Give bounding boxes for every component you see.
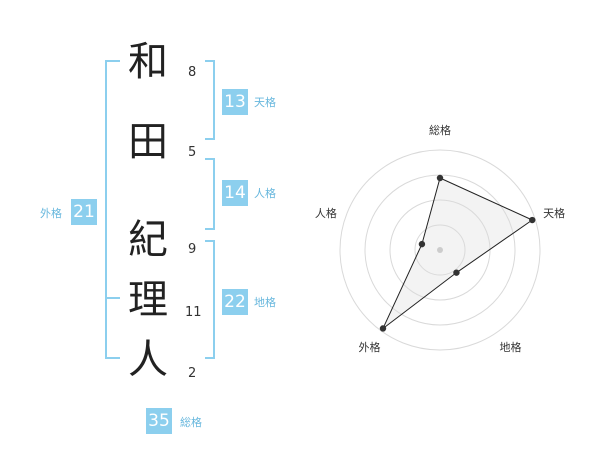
radar-axis-label: 総格: [429, 123, 451, 137]
stroke-count-1: 8: [188, 65, 197, 80]
gaikaku-bracket-bottom: [105, 357, 120, 359]
radar-ring: [414, 224, 466, 276]
gaikaku-bracket: [105, 60, 107, 359]
radar-ring: [389, 199, 491, 301]
gaikaku-label: 外格: [40, 207, 62, 220]
radar-point: [453, 269, 460, 276]
radar-points: [379, 174, 536, 332]
stroke-count-5: 2: [188, 366, 197, 381]
radar-center: [437, 247, 443, 253]
radar-point: [379, 325, 387, 332]
tenkaku-bracket-bottom: [205, 138, 215, 140]
chikaku-label: 地格: [254, 296, 276, 309]
tenkaku-bracket: [213, 60, 215, 140]
gaikaku-bracket-mid: [105, 297, 120, 299]
radar-point: [436, 174, 444, 182]
chikaku-value: 22: [222, 289, 248, 315]
radar-ring: [339, 149, 541, 351]
jinkaku-bracket-top: [205, 158, 215, 160]
name-char-5: 人: [128, 337, 168, 383]
stroke-count-3: 9: [188, 242, 197, 257]
radar-point: [418, 240, 426, 248]
radar-point: [529, 216, 536, 224]
jinkaku-bracket-bottom: [205, 228, 215, 230]
chikaku-bracket-top: [205, 240, 215, 242]
stroke-count-2: 5: [188, 145, 197, 160]
name-char-4: 理: [128, 277, 168, 323]
soukaku-label: 総格: [180, 416, 202, 429]
gaikaku-value: 21: [71, 199, 97, 225]
jinkaku-label: 人格: [254, 187, 276, 200]
tenkaku-label: 天格: [254, 96, 276, 109]
name-char-1: 和: [128, 39, 168, 85]
name-char-2: 田: [128, 119, 168, 165]
tenkaku-bracket-top: [205, 60, 215, 62]
radar-axis-label: 人格: [315, 206, 337, 220]
name-char-3: 紀: [128, 217, 168, 263]
radar-axis-label: 外格: [358, 340, 380, 354]
jinkaku-value: 14: [222, 180, 248, 206]
radar-axis-label: 天格: [543, 206, 565, 220]
chikaku-bracket-bottom: [205, 357, 215, 359]
radar-axis-label: 地格: [500, 340, 522, 354]
gaikaku-bracket-top: [105, 60, 120, 62]
soukaku-value: 35: [146, 408, 172, 434]
tenkaku-value: 13: [222, 89, 248, 115]
jinkaku-bracket: [213, 158, 215, 230]
radar-area: [382, 177, 534, 329]
stroke-count-4: 11: [185, 305, 202, 320]
chikaku-bracket: [213, 240, 215, 359]
